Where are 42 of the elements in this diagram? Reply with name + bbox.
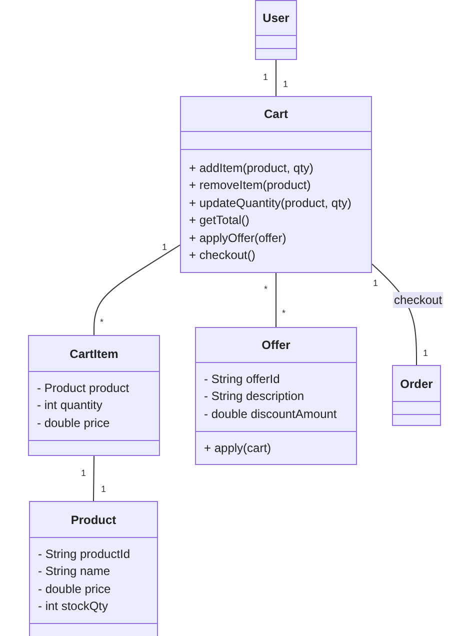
class-box bbox=[195, 327, 357, 465]
multiplicity-label: * bbox=[100, 317, 104, 327]
class-name: Cart bbox=[264, 107, 288, 121]
method-text: + apply(cart) bbox=[204, 440, 272, 458]
multiplicity-label: 1 bbox=[81, 468, 86, 478]
multiplicity-label: * bbox=[264, 284, 268, 294]
class-box bbox=[392, 365, 441, 426]
multiplicity-label: 1 bbox=[162, 242, 168, 252]
attribute-text: - double price bbox=[37, 414, 110, 432]
class-name: Order bbox=[400, 376, 433, 390]
association-line bbox=[94, 244, 180, 336]
multiplicity-label: 1 bbox=[423, 348, 428, 358]
attribute-text: - double discountAmount bbox=[204, 406, 337, 423]
attribute-text: - String name bbox=[38, 563, 110, 580]
method-text: + updateQuantity(product, qty) bbox=[189, 194, 352, 212]
class-box bbox=[28, 335, 160, 456]
method-text: + getTotal() bbox=[189, 212, 250, 229]
multiplicity-label: 1 bbox=[101, 484, 106, 494]
class-box bbox=[255, 0, 297, 60]
class-name: User bbox=[262, 11, 290, 25]
edge-label: checkout bbox=[393, 292, 444, 308]
attribute-text: - String description bbox=[204, 388, 304, 406]
association-line bbox=[93, 456, 94, 502]
attribute-text: - int stockQty bbox=[38, 598, 108, 615]
attribute-text: - double price bbox=[38, 580, 111, 598]
multiplicity-label: * bbox=[282, 308, 286, 318]
class-name: Product bbox=[70, 512, 116, 526]
method-text: + applyOffer(offer) bbox=[189, 230, 286, 246]
class-box bbox=[180, 96, 372, 273]
attribute-text: - int quantity bbox=[37, 397, 102, 414]
attribute-text: - Product product bbox=[37, 380, 130, 397]
multiplicity-label: 1 bbox=[283, 79, 288, 89]
attribute-text: - String productId bbox=[38, 546, 130, 562]
class-box bbox=[29, 501, 158, 636]
class-name: Offer bbox=[262, 338, 290, 352]
method-text: + removeItem(product) bbox=[189, 177, 311, 194]
method-text: + addItem(product, qty) bbox=[189, 160, 314, 176]
attribute-text: - String offerId bbox=[204, 370, 280, 388]
multiplicity-label: 1 bbox=[263, 72, 268, 82]
method-text: + checkout() bbox=[189, 247, 256, 264]
multiplicity-label: 1 bbox=[373, 278, 378, 288]
class-name: CartItem bbox=[70, 346, 118, 360]
